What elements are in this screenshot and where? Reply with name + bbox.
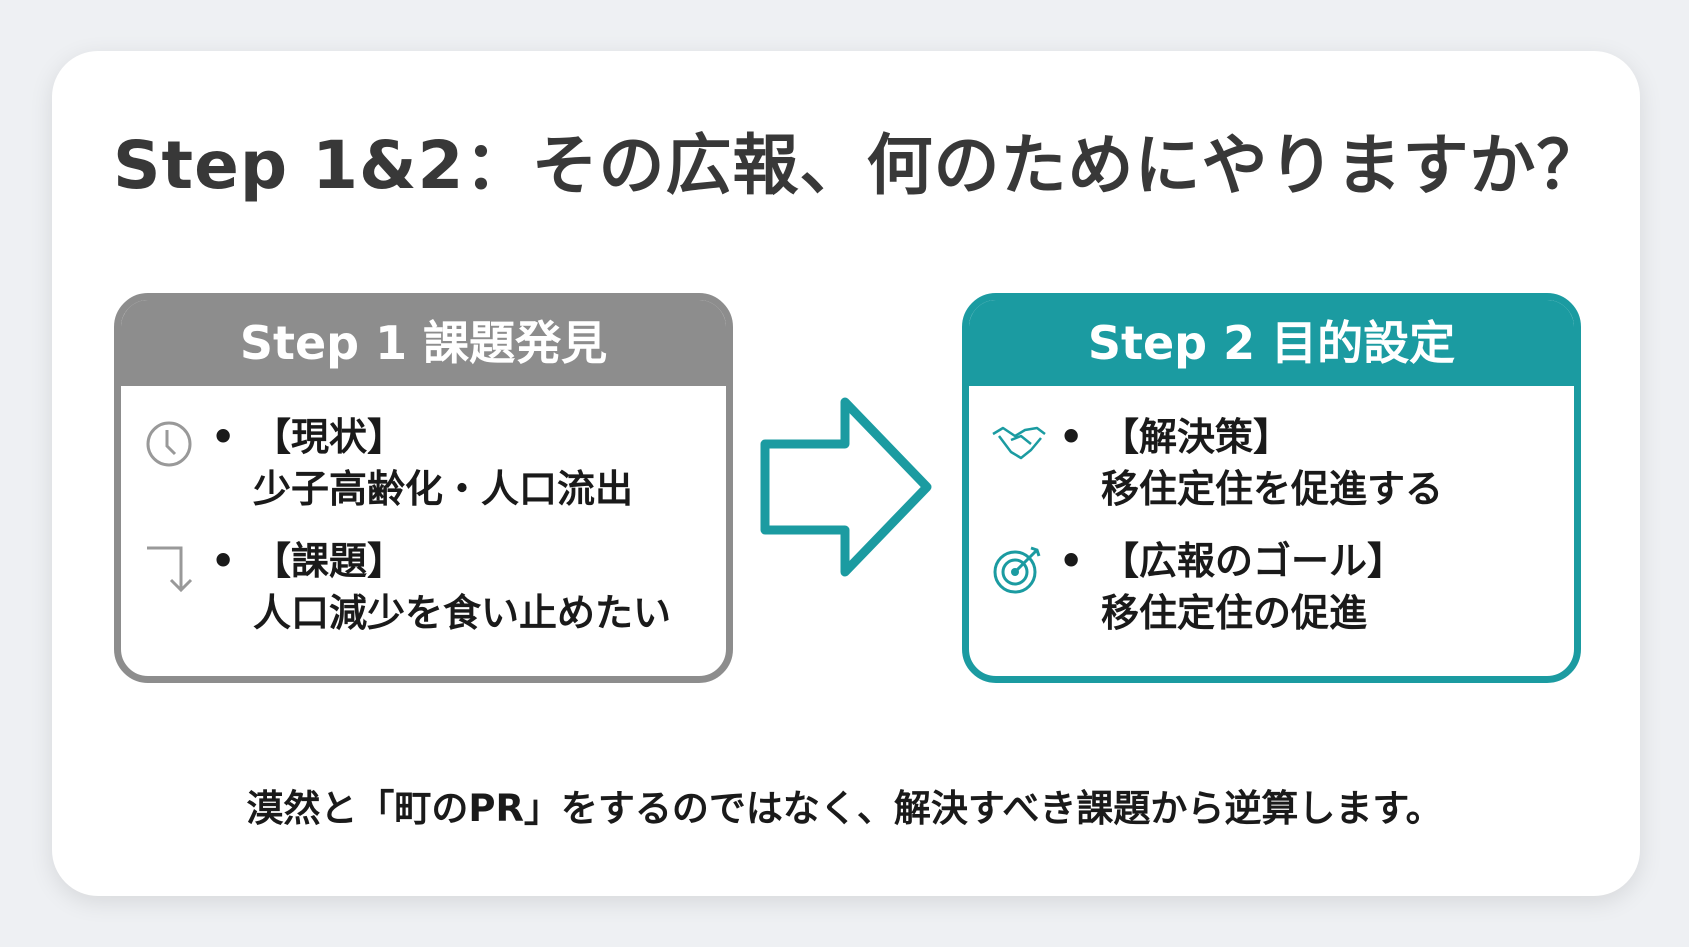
slide-title: Step 1&2：その広報、何のためにやりますか？: [113, 127, 1604, 204]
item-text: 移住定住を促進する: [1101, 467, 1444, 511]
item-label: 【現状】: [253, 415, 406, 459]
right-arrow-icon: [760, 397, 932, 577]
target-icon: [993, 546, 1041, 594]
bullet: •: [1059, 415, 1084, 459]
step1-box: Step 1 課題発見 • 【現状】 少子高齢化・人口流出 • 【課題】 人口減…: [114, 293, 733, 683]
handshake-icon: [992, 426, 1046, 460]
item-text: 移住定住の促進: [1101, 591, 1368, 635]
step2-box: Step 2 目的設定 • 【解決策】 移住定住を促進する • 【広報のゴール】…: [962, 293, 1581, 683]
footer-message: 漠然と「町のPR」をするのではなく、解決すべき課題から逆算します。: [246, 787, 1443, 830]
bullet: •: [211, 539, 236, 583]
step1-header: Step 1 課題発見: [121, 300, 726, 386]
item-label: 【広報のゴール】: [1101, 539, 1406, 583]
bullet: •: [1059, 539, 1084, 583]
clock-icon: [146, 421, 192, 467]
turn-down-arrow-icon: [147, 546, 193, 593]
item-text: 少子高齢化・人口流出: [253, 467, 634, 511]
item-text: 人口減少を食い止めたい: [253, 591, 672, 635]
item-label: 【解決策】: [1101, 415, 1292, 459]
bullet: •: [211, 415, 236, 459]
item-label: 【課題】: [253, 539, 406, 583]
step2-header: Step 2 目的設定: [969, 300, 1574, 386]
